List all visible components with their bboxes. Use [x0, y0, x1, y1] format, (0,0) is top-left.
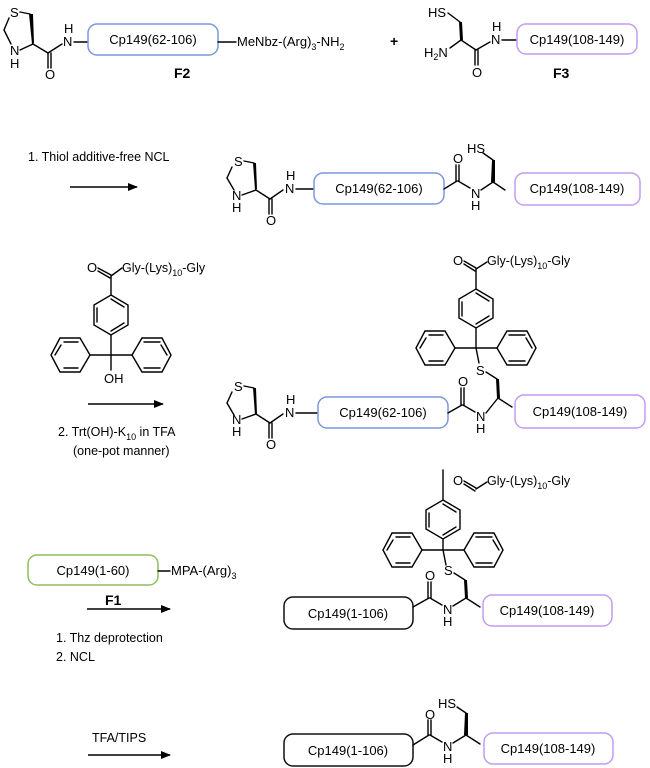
peptide-box-purple — [516, 23, 638, 55]
box-a-label: Cp149(62-106) — [339, 405, 426, 420]
atom-h: H — [232, 200, 241, 215]
atom-n: N — [285, 405, 294, 420]
f2-label: F2 — [174, 65, 191, 81]
atom-o: O — [425, 568, 435, 583]
box-a-label: Cp149(1-106) — [308, 743, 388, 758]
atom-s: S — [234, 379, 243, 394]
atom-n: N — [232, 412, 241, 427]
f3-label: F3 — [553, 65, 570, 81]
trt-reagent: O Gly-(Lys)10-Gly OH — [50, 260, 206, 386]
atom-o: O — [453, 473, 463, 488]
product-3: O Gly-(Lys)10-Gly S Cp149(1-106) O N H — [283, 469, 613, 630]
box-a-label: Cp149(1-106) — [308, 606, 388, 621]
peptide-box-blue — [87, 23, 219, 56]
atom-n: N — [232, 188, 241, 203]
atom-o: O — [472, 65, 482, 80]
peptide-box-black — [283, 733, 414, 767]
step1-label: 1. Thiol additive-free NCL — [28, 150, 170, 164]
f1-tail-label: MPA-(Arg)3 — [171, 563, 236, 581]
plus-sign: + — [390, 33, 398, 49]
atom-o: O — [458, 374, 468, 389]
atom-oh: OH — [104, 371, 124, 386]
box-b-label: Cp149(108-149) — [500, 603, 595, 618]
atom-o: O — [266, 437, 276, 452]
step2-label: 2. Trt(OH)-K10 in TFA — [58, 425, 176, 442]
atom-o: O — [425, 707, 435, 722]
atom-h: H — [232, 424, 241, 439]
atom-s: S — [10, 5, 19, 20]
f1-label: F1 — [105, 592, 122, 608]
peptide-box-purple — [514, 394, 646, 429]
atom-o: O — [45, 67, 55, 82]
atom-h: H — [10, 56, 19, 71]
peptide-box-green — [27, 554, 159, 586]
step3-label-line1: 1. Thz deprotection — [56, 631, 163, 645]
reactant-f1: Cp149(1-60) MPA-(Arg)3 F1 — [27, 554, 236, 608]
atom-h: H — [286, 168, 295, 183]
trt-chain: Gly-(Lys)10-Gly — [487, 254, 571, 271]
box-b-label: Cp149(108-149) — [501, 741, 596, 756]
atom-o: O — [87, 260, 97, 275]
atom-o: O — [453, 253, 463, 268]
atom-o: O — [453, 151, 463, 166]
step3-label-line2: 2. NCL — [56, 650, 95, 664]
peptide-box-purple — [514, 172, 641, 206]
box-a-label: Cp149(62-106) — [335, 181, 422, 196]
atom-h: H — [476, 421, 485, 436]
product-1: S N H O H N Cp149(62-106) O N H HS Cp149… — [226, 141, 641, 228]
atom-h: H — [286, 392, 295, 407]
peptide-box-black — [283, 596, 414, 630]
atom-h: H — [471, 198, 480, 213]
atom-n: N — [63, 34, 72, 49]
product-4: Cp149(1-106) O N H HS Cp149(108-149) — [283, 696, 614, 767]
f2-tail-label: MeNbz-(Arg)3-NH2 — [237, 34, 345, 52]
atom-s: S — [234, 154, 243, 169]
atom-hs: HS — [467, 141, 485, 156]
atom-o: O — [266, 213, 276, 228]
atom-s: S — [476, 363, 485, 378]
atom-h: H — [64, 21, 73, 36]
atom-n: N — [491, 32, 500, 47]
thiazolidine-ring: S N H O H N — [3, 5, 89, 82]
reactant-f3: HS H2N O H N Cp149(108-149) F3 — [424, 5, 638, 81]
peptide-box-purple — [483, 732, 614, 765]
peptide-box-purple — [482, 594, 613, 627]
step2-label-line2: (one-pot manner) — [73, 444, 170, 458]
atom-hs: HS — [438, 696, 456, 711]
atom-n: N — [476, 409, 485, 424]
reactant-f2: S N H O H N Cp149(62-106) MeNbz-(Arg)3-N… — [3, 5, 345, 82]
atom-s: S — [444, 563, 453, 578]
atom-n: N — [10, 43, 19, 58]
trt-chain: Gly-(Lys)10-Gly — [487, 474, 571, 491]
atom-n: N — [471, 186, 480, 201]
atom-n: N — [443, 739, 452, 754]
f3-box-label: Cp149(108-149) — [530, 32, 625, 47]
atom-h: H — [443, 751, 452, 766]
step4-label: TFA/TIPS — [92, 731, 146, 745]
atom-hs: HS — [428, 5, 446, 20]
trt-reagent-chain: Gly-(Lys)10-Gly — [122, 261, 206, 278]
f1-box-label: Cp149(1-60) — [57, 563, 130, 578]
box-b-label: Cp149(108-149) — [530, 181, 625, 196]
atom-n: N — [443, 602, 452, 617]
atom-h: H — [443, 614, 452, 629]
box-b-label: Cp149(108-149) — [533, 404, 628, 419]
f2-box-label: Cp149(62-106) — [109, 32, 196, 47]
atom-h2n: H2N — [424, 45, 448, 62]
atom-n: N — [285, 181, 294, 196]
product-2: O Gly-(Lys)10-Gly S S N H — [226, 253, 646, 452]
atom-h: H — [492, 19, 501, 34]
